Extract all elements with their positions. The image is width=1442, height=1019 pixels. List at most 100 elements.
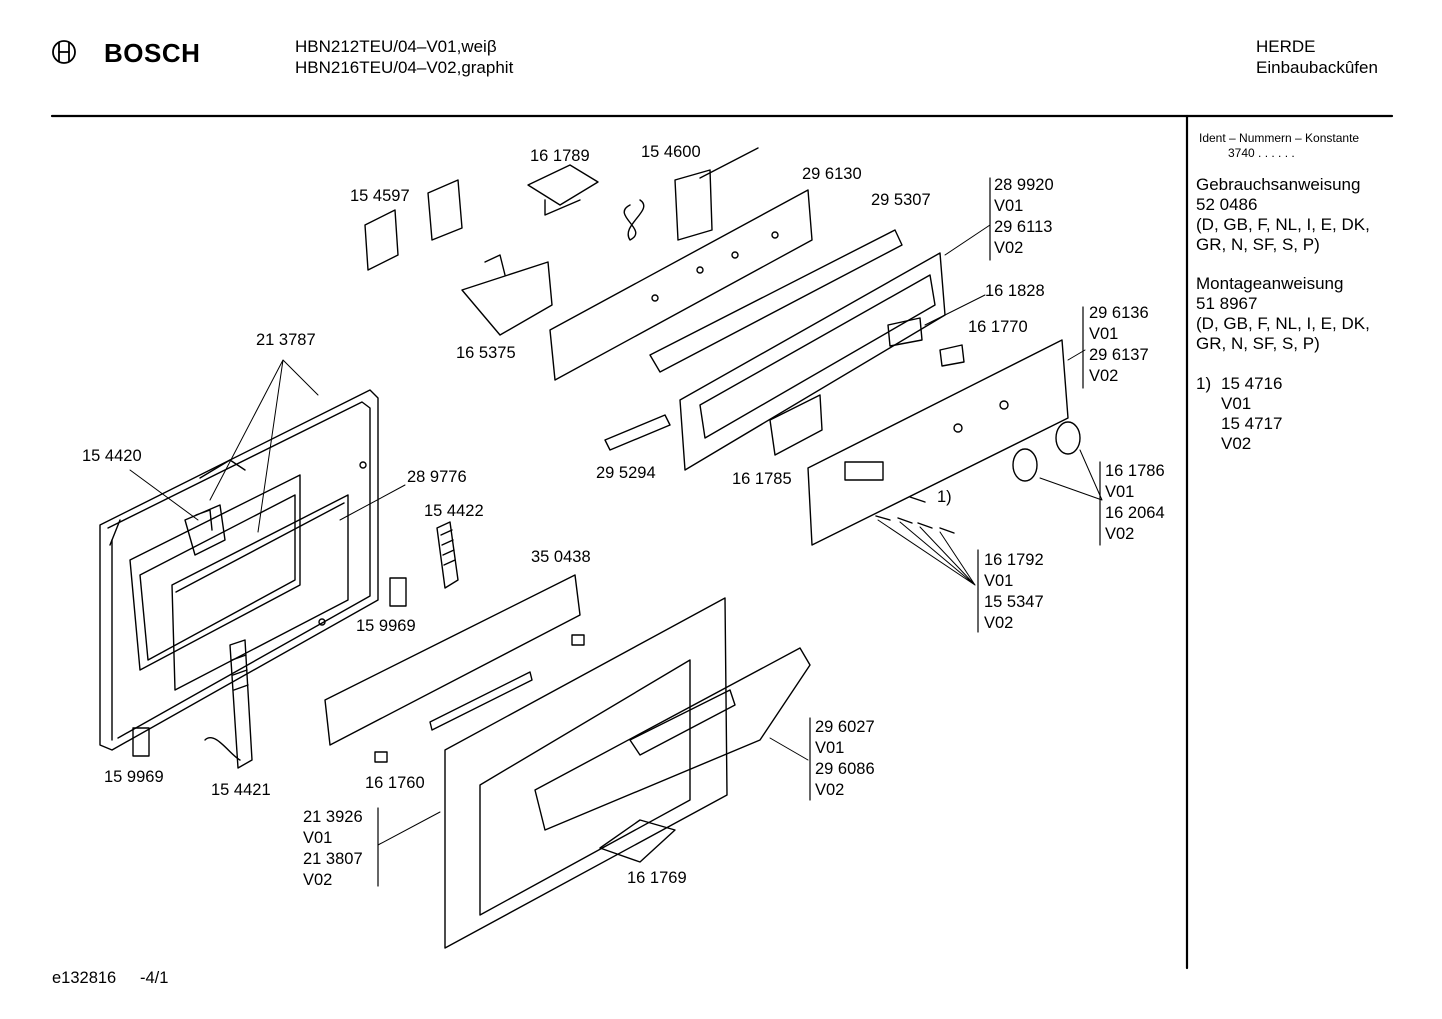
category-line-1: HERDE: [1256, 37, 1316, 56]
part-label: 16 1770: [968, 318, 1028, 336]
gebrauch-langs-2: GR, N, SF, S, P): [1196, 235, 1320, 254]
part-label: 16 1792: [984, 551, 1044, 569]
door-frame-part: [99, 389, 379, 751]
part-label: 15 9969: [104, 768, 164, 786]
thermostat-part: [623, 147, 759, 241]
gebrauch-langs-1: (D, GB, F, NL, I, E, DK,: [1196, 215, 1370, 234]
hinge-part: [204, 639, 253, 769]
page-number: -4/1: [140, 969, 169, 987]
part-label: V01: [984, 572, 1014, 590]
leader-161786: [1039, 449, 1103, 501]
part-label: V02: [984, 614, 1014, 632]
footnote-line: 15 4716: [1221, 374, 1283, 393]
model-line-1: HBN212TEU/04–V01,weiβ: [295, 37, 497, 56]
part-label: 29 6130: [802, 165, 862, 183]
part-label: V01: [815, 739, 845, 757]
part-label-group: 29 6027 V01 29 6086 V02: [815, 717, 875, 801]
montage-title: Montageanweisung: [1196, 274, 1344, 293]
part-label-group: 16 1792 V01 15 5347 V02: [984, 550, 1044, 634]
part-label: 15 9969: [356, 617, 416, 635]
ident-value: 3740 . . . . . .: [1228, 146, 1295, 160]
part-label: 15 4422: [424, 502, 484, 520]
part-label: 16 1785: [732, 470, 792, 488]
sensor-part: [887, 317, 923, 347]
part-label: V01: [303, 829, 333, 847]
part-label: 21 3926: [303, 808, 363, 826]
clip-part: [939, 344, 965, 367]
leader-289920: [944, 224, 991, 256]
glass-panel-part: [171, 494, 349, 691]
block-part: [389, 577, 407, 607]
part-label-group: 28 9920 V01 29 6113 V02: [994, 175, 1054, 259]
ident-label: Ident – Nummern – Konstante: [1199, 131, 1360, 145]
part-label: V01: [1089, 325, 1119, 343]
control-plate-part: [549, 189, 813, 381]
frame-rail-part: [649, 229, 903, 373]
leader-161792: [877, 519, 976, 586]
part-label: 15 4420: [82, 447, 142, 465]
part-label: 15 4600: [641, 143, 701, 161]
part-label-group: 29 6136 V01 29 6137 V02: [1089, 303, 1149, 387]
part-label: 29 5307: [871, 191, 931, 209]
door-handle-part: [534, 647, 811, 831]
part-label-group: 21 3926 V01 21 3807 V02: [303, 807, 363, 891]
front-panel-part: [807, 339, 1069, 546]
block-part: [132, 727, 150, 757]
screw-part: [875, 496, 955, 534]
part-label: 16 1760: [365, 774, 425, 792]
footnote-line: 15 4717: [1221, 414, 1283, 433]
leader-161828: [924, 294, 986, 326]
part-label: 29 6113: [994, 218, 1053, 236]
part-label: 29 6136: [1089, 304, 1149, 322]
part-label: 28 9776: [407, 468, 467, 486]
leader-213926: [377, 811, 441, 846]
footnote-line: V02: [1221, 434, 1252, 453]
bosch-logo-icon: [52, 40, 76, 64]
part-label: 28 9920: [994, 176, 1054, 194]
footnote-marker: 1): [1196, 374, 1212, 393]
part-label: V02: [994, 239, 1024, 257]
part-label: 16 1786: [1105, 462, 1165, 480]
part-label: 15 5347: [984, 593, 1044, 611]
part-label: 16 1769: [627, 869, 687, 887]
strip-part: [604, 414, 671, 451]
leader-296027: [769, 737, 809, 761]
hinge-part: [436, 521, 459, 589]
leader-213787: [209, 359, 319, 533]
panel-frame-part: [679, 252, 946, 471]
category-line-2: Einbaubackûfen: [1256, 58, 1378, 77]
knob-part: [1012, 421, 1081, 482]
part-label: 21 3807: [303, 850, 363, 868]
part-label: 21 3787: [256, 331, 316, 349]
montage-langs-1: (D, GB, F, NL, I, E, DK,: [1196, 314, 1370, 333]
footnote-line: V01: [1221, 394, 1252, 413]
part-label: V02: [303, 871, 333, 889]
part-label: V02: [815, 781, 845, 799]
part-label: 35 0438: [531, 548, 591, 566]
part-label: V02: [1105, 525, 1135, 543]
gebrauch-title: Gebrauchsanweisung: [1196, 175, 1361, 194]
montage-langs-2: GR, N, SF, S, P): [1196, 334, 1320, 353]
switch-part: [527, 164, 599, 216]
handle-cap-part: [599, 819, 676, 863]
part-label: 15 4597: [350, 187, 410, 205]
model-line-2: HBN216TEU/04–V02,graphit: [295, 58, 514, 77]
group-bracket-lines: [377, 177, 1101, 887]
brand-logo-text: BOSCH: [104, 38, 201, 68]
display-module-part: [461, 254, 553, 336]
drawing-code: e132816: [52, 969, 117, 987]
leader-154420: [129, 469, 199, 521]
leader-289776: [339, 484, 406, 521]
gebrauch-number: 52 0486: [1196, 195, 1258, 214]
montage-number: 51 8967: [1196, 294, 1258, 313]
part-label-group: 16 1786 V01 16 2064 V02: [1105, 461, 1165, 545]
part-label: V02: [1089, 367, 1119, 385]
part-label: 16 2064: [1105, 504, 1165, 522]
part-label: 29 6086: [815, 760, 875, 778]
part-label: 16 5375: [456, 344, 516, 362]
part-label: V01: [994, 197, 1024, 215]
part-label: 29 6137: [1089, 346, 1149, 364]
leader-296136: [1067, 349, 1086, 361]
part-label: 29 5294: [596, 464, 656, 482]
